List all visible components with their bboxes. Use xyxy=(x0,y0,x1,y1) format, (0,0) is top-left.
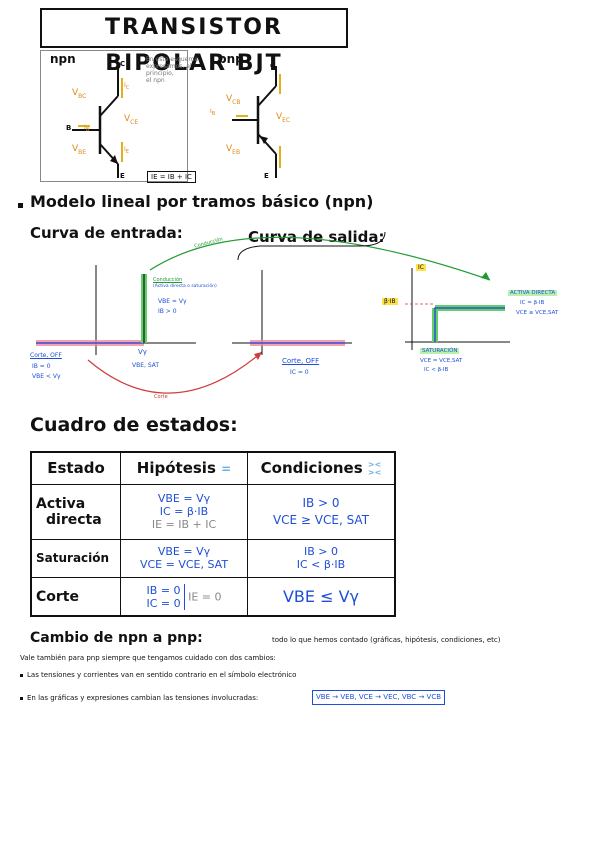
npn-vce: VCE xyxy=(124,114,139,126)
npn-c: C xyxy=(120,60,126,68)
transistor-symbols xyxy=(72,66,281,178)
header-condiciones: Condiciones ><>< xyxy=(247,451,396,485)
row-activa-cond: IB > 0 VCE ≥ VCE, SAT xyxy=(247,483,396,540)
schematic-frame xyxy=(40,50,188,182)
row-corte-hyp: IB = 0 IC = 0 IE = 0 xyxy=(120,577,248,617)
g1-cond-title: Conducción xyxy=(153,277,183,283)
g1-cut-eq2: VBE < Vγ xyxy=(32,373,61,380)
g2-cut-eq: IC = 0 xyxy=(290,369,309,376)
g1-cut-title: Corte, OFF xyxy=(30,352,62,359)
cut-arrow-label: Corte xyxy=(154,394,168,400)
g3-active-eq2: VCE ≥ VCE,SAT xyxy=(516,310,559,316)
row-corte-state: Corte xyxy=(30,577,121,617)
current-formula: IE = IB + IC xyxy=(147,171,196,183)
table-header-row: Estado Hipótesis = Condiciones ><>< xyxy=(30,451,396,485)
g3-sat-title: SATURACIÓN xyxy=(420,348,460,354)
npn-ic: IC xyxy=(124,82,130,92)
page-title: TRANSISTOR BIPOLAR BJT xyxy=(40,8,348,76)
table-row: Saturación VBE = Vγ VCE = VCE, SAT IB > … xyxy=(30,538,396,579)
header-hipotesis: Hipótesis = xyxy=(120,451,248,485)
section3-intro-right: todo lo que hemos contado (gráficas, hip… xyxy=(272,636,501,644)
section3-bullet2: En las gráficas y expresiones cambian la… xyxy=(20,694,258,703)
pnp-c: C xyxy=(270,62,276,70)
npn-ie: IE xyxy=(124,146,129,156)
pnp-ib: IB xyxy=(210,108,216,118)
pnp-e: E xyxy=(264,172,269,180)
g1-vbesat: VBE, SAT xyxy=(132,362,160,369)
table-row: Activa directa VBE = Vγ IC = β·IB IE = I… xyxy=(30,483,396,540)
g3-bib: β·IB xyxy=(382,298,398,305)
output-curve-title: Curva de salida: xyxy=(248,228,385,246)
voltage-mapping: VBE → VEB, VCE → VEC, VBC → VCB xyxy=(312,690,446,705)
table-row: Corte IB = 0 IC = 0 IE = 0 VBE ≤ Vγ xyxy=(30,577,396,617)
pnp-label: pnp xyxy=(218,52,244,66)
npn-symbol xyxy=(72,66,123,178)
g3-active-title: ACTIVA DIRECTA xyxy=(508,290,558,296)
states-table: Estado Hipótesis = Condiciones ><>< Acti… xyxy=(30,451,396,617)
section2-title: Cuadro de estados: xyxy=(30,414,238,436)
g1-cond-eq1: VBE = Vγ xyxy=(158,298,187,305)
g3-active-eq1: IC = β·IB xyxy=(520,300,545,306)
g1-vgamma: Vγ xyxy=(138,348,147,356)
g3-sat-eq2: IC < β·IB xyxy=(424,367,449,373)
row-corte-cond: VBE ≤ Vγ xyxy=(247,577,396,617)
row-activa-state: Activa directa xyxy=(30,483,121,540)
npn-label: npn xyxy=(50,52,76,66)
row-saturacion-hyp: VBE = Vγ VCE = VCE, SAT xyxy=(120,538,248,579)
characteristic-curves xyxy=(36,231,510,394)
row-saturacion-state: Saturación xyxy=(30,538,121,579)
input-curve-title: Curva de entrada: xyxy=(30,224,183,242)
row-saturacion-cond: IB > 0 IC < β·IB xyxy=(247,538,396,579)
pnp-vec: VEC xyxy=(276,112,291,124)
g3-ic-axis: IC xyxy=(416,264,426,271)
pnp-symbol xyxy=(232,66,281,178)
npn-vbc: VBC xyxy=(72,88,87,100)
npn-ib: IB xyxy=(84,124,90,134)
row-activa-hyp: VBE = Vγ IC = β·IB IE = IB + IC xyxy=(120,483,248,540)
bullet-icon xyxy=(18,203,23,208)
npn-e: E xyxy=(120,172,125,180)
pnp-vcb: VCB xyxy=(226,94,241,106)
npn-b: B xyxy=(66,124,72,132)
g1-cond-sub: (Activa directa o saturación) xyxy=(153,284,217,289)
g3-sat-eq1: VCE = VCE,SAT xyxy=(420,358,463,364)
g2-cut-title: Corte, OFF xyxy=(282,357,320,365)
section1-title: Modelo lineal por tramos básico (npn) xyxy=(30,192,374,211)
section3-intro-left: Vale también para pnp siempre que tengam… xyxy=(20,654,276,662)
g1-cut-eq1: IB = 0 xyxy=(32,363,51,370)
npn-vbe: VBE xyxy=(72,144,87,156)
header-estado: Estado xyxy=(30,451,121,485)
g1-cond-eq2: IB > 0 xyxy=(158,308,177,315)
section3-bullet1: Las tensiones y corrientes van en sentid… xyxy=(20,671,296,680)
pnp-veb: VEB xyxy=(226,144,241,156)
section3-title: Cambio de npn a pnp: xyxy=(30,630,203,646)
